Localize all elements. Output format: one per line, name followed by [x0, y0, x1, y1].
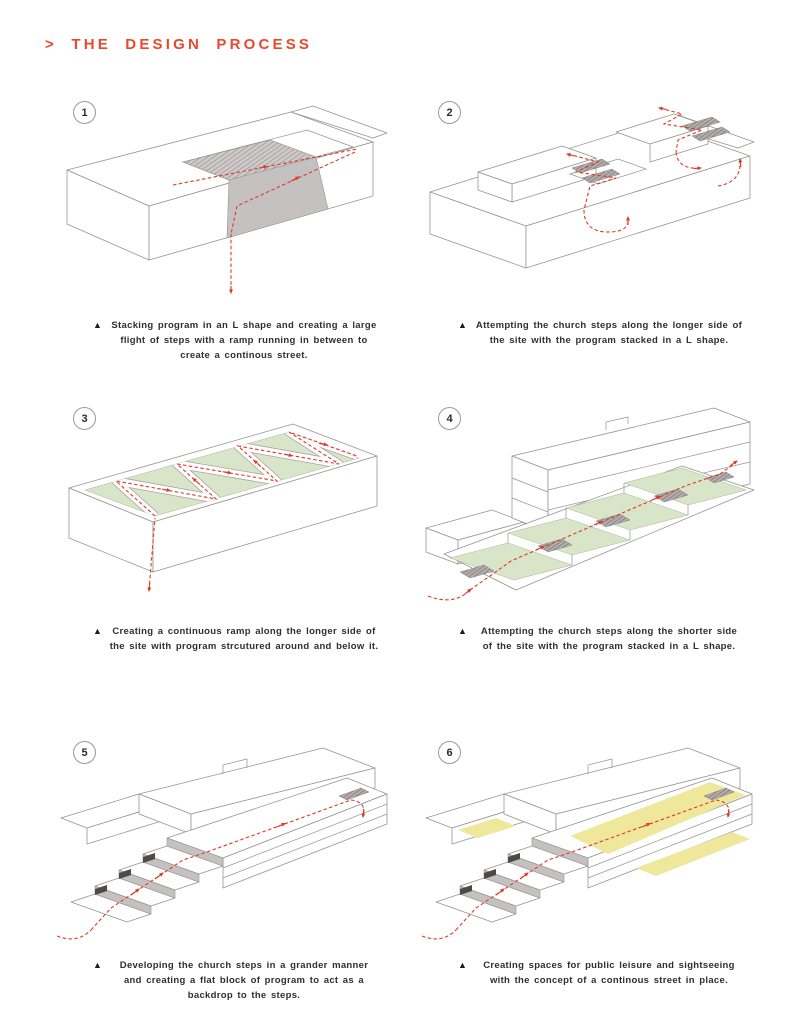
caption-line: Developing the church steps in a grander…	[119, 960, 369, 971]
step-number: 2	[446, 106, 453, 119]
caption-line: flight of steps with a ramp running in b…	[120, 335, 368, 346]
building-massing	[429, 113, 755, 269]
circulation-path	[566, 106, 743, 233]
building-massing	[60, 747, 388, 889]
circulation-path	[172, 148, 358, 294]
triangle-marker-icon: ▲	[458, 960, 467, 970]
circulation-path	[56, 799, 366, 940]
panel-5: 5	[55, 732, 395, 1022]
caption: ▲ Creating a continuous ramp along the l…	[55, 624, 395, 654]
caption-line: backdrop to the steps.	[187, 990, 301, 1001]
caption: ▲ Creating spaces for public leisure and…	[420, 958, 760, 988]
caption-line: of the site with the program stacked in …	[482, 641, 736, 652]
stairs-hatch	[182, 139, 329, 239]
step-number-badge: 4	[438, 407, 461, 430]
circulation-path	[114, 431, 358, 592]
step-number: 4	[446, 412, 453, 425]
caption-line: and creating a flat block of program to …	[123, 975, 365, 986]
diagram-6-public-leisure-spaces	[421, 747, 753, 940]
caption-line: the site with the program stacked in a L…	[489, 335, 729, 346]
building-massing	[425, 747, 753, 889]
panel-3: 3	[55, 398, 395, 698]
circulation-path	[421, 799, 731, 940]
caption-line: Creating spaces for public leisure and s…	[483, 960, 735, 971]
diagram-2-church-steps-long-side	[429, 106, 755, 269]
panel-2: 2	[420, 92, 760, 392]
diagram-3-continuous-ramp	[68, 423, 378, 592]
caption: ▲ Developing the church steps in a grand…	[55, 958, 395, 1003]
caption-line: with the concept of a continous street i…	[489, 975, 729, 986]
diagram-1-l-stack-steps-ramp	[66, 105, 388, 294]
step-number: 1	[81, 106, 88, 119]
triangle-marker-icon: ▲	[93, 626, 102, 636]
caption-line: Attempting the church steps along the sh…	[480, 626, 738, 637]
step-number: 5	[81, 746, 88, 759]
diagram-4-church-steps-short-side	[425, 407, 755, 601]
step-number-badge: 5	[73, 741, 96, 764]
caption: ▲ Attempting the church steps along the …	[420, 624, 760, 654]
public-space-yellow	[458, 782, 750, 876]
triangle-marker-icon: ▲	[458, 320, 467, 330]
step-number: 6	[446, 746, 453, 759]
caption-line: create a continous street.	[180, 350, 308, 361]
circulation-path	[427, 460, 738, 601]
caption: ▲ Attempting the church steps along the …	[420, 318, 760, 348]
diagram-5-grand-steps-backdrop	[56, 747, 388, 940]
grand-steps	[70, 787, 370, 923]
triangle-marker-icon: ▲	[93, 320, 102, 330]
step-number-badge: 3	[73, 407, 96, 430]
step-number: 3	[81, 412, 88, 425]
step-number-badge: 6	[438, 741, 461, 764]
caption-line: the site with program strcutured around …	[109, 641, 379, 652]
panel-6: 6	[420, 732, 760, 1022]
caption-line: Creating a continuous ramp along the lon…	[112, 626, 376, 637]
step-number-badge: 2	[438, 101, 461, 124]
step-number-badge: 1	[73, 101, 96, 124]
caption-line: Attempting the church steps along the lo…	[475, 320, 743, 331]
stairs-hatch	[459, 471, 735, 579]
caption-line: Stacking program in an L shape and creat…	[111, 320, 377, 331]
panel-1: 1 ▲	[55, 92, 395, 392]
panel-4: 4	[420, 398, 760, 698]
triangle-marker-icon: ▲	[458, 626, 467, 636]
page-title: > THE DESIGN PROCESS	[45, 36, 313, 53]
caption: ▲ Stacking program in an L shape and cre…	[55, 318, 395, 363]
triangle-marker-icon: ▲	[93, 960, 102, 970]
